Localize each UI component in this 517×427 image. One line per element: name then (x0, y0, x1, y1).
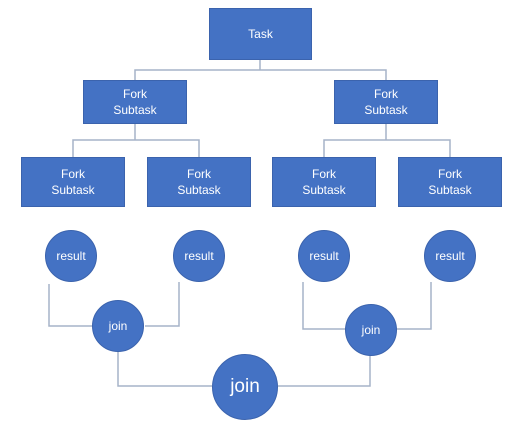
final-join-label: join (230, 376, 260, 397)
connector-right-fork-children (323, 124, 451, 157)
result-node-3: result (298, 230, 350, 282)
fork-label: Fork (438, 167, 462, 181)
fork-label: Fork (187, 167, 211, 181)
fork-subtask-box-left-left: Fork Subtask (21, 157, 125, 207)
fork-subtask-box-left-right: Fork Subtask (147, 157, 251, 207)
fork-label: Fork (61, 167, 85, 181)
connector-task-forks (134, 60, 387, 80)
subtask-label: Subtask (428, 183, 472, 197)
join-node-final: join (212, 354, 278, 420)
connector-left-results-join (48, 282, 180, 327)
result-label: result (435, 249, 465, 263)
subtask-label: Subtask (364, 103, 408, 117)
connector-right-results-join (302, 282, 432, 330)
fork-subtask-box-right: Fork Subtask (334, 80, 438, 124)
task-box: Task (209, 8, 312, 60)
fork-subtask-box-right-right: Fork Subtask (398, 157, 502, 207)
fork-label: Fork (123, 87, 147, 101)
subtask-label: Subtask (177, 183, 221, 197)
fork-label: Fork (374, 87, 398, 101)
task-label: Task (248, 27, 273, 41)
result-label: result (184, 249, 214, 263)
join-node-right: join (345, 304, 397, 356)
connector-left-fork-children (72, 124, 200, 157)
connector-joins-final (117, 349, 371, 387)
fork-subtask-box-right-left: Fork Subtask (272, 157, 376, 207)
join-label: join (361, 323, 381, 337)
result-node-1: result (45, 230, 97, 282)
fork-subtask-box-left: Fork Subtask (83, 80, 187, 124)
join-label: join (108, 319, 128, 333)
result-node-2: result (173, 230, 225, 282)
fork-label: Fork (312, 167, 336, 181)
result-node-4: result (424, 230, 476, 282)
subtask-label: Subtask (113, 103, 157, 117)
join-node-left: join (92, 300, 144, 352)
result-label: result (309, 249, 339, 263)
subtask-label: Subtask (51, 183, 95, 197)
result-label: result (56, 249, 86, 263)
subtask-label: Subtask (302, 183, 346, 197)
